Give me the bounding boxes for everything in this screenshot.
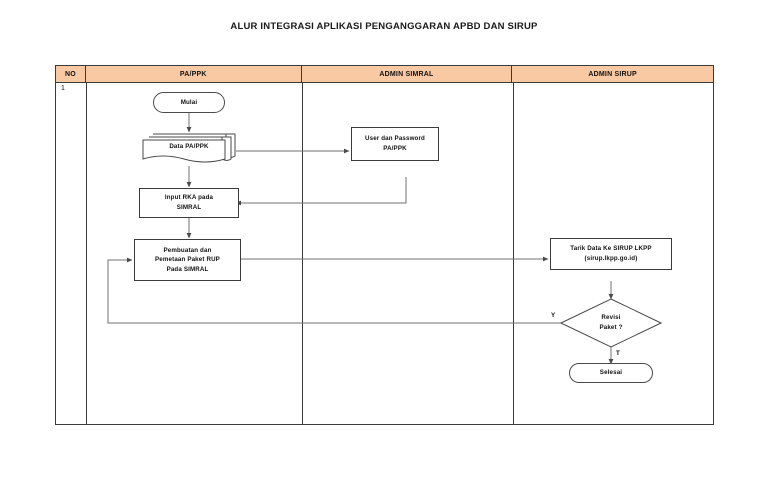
node-pembuatan[interactable]: Pembuatan dan Pemetaan Paket RUP Pada SI… (134, 239, 241, 281)
node-input-rka[interactable]: Input RKA pada SIMRAL (139, 188, 239, 218)
node-mulai[interactable]: Mulai (153, 92, 225, 113)
node-pembuatan-line1: Pembuatan dan (163, 246, 212, 254)
node-mulai-label: Mulai (180, 98, 198, 106)
node-pembuatan-line2: Pemetaan Paket RUP (155, 256, 220, 264)
node-data-pappk-label: Data PA/PPK (169, 143, 209, 151)
row-number-cell: 1 (61, 85, 65, 92)
node-user-password[interactable]: User dan Password PA/PPK (351, 127, 439, 161)
node-revisi-paket-line2: Paket ? (599, 324, 623, 331)
document-stack-icon (142, 133, 236, 163)
node-selesai-label: Selesai (599, 369, 623, 377)
node-user-password-line2: PA/PPK (383, 145, 407, 152)
node-tarik-data[interactable]: Tarik Data Ke SIRUP LKPP (sirup.lkpp.go.… (550, 238, 672, 270)
decision-diamond-icon (560, 298, 662, 348)
column-divider-3 (513, 83, 514, 424)
table-header-row: NO PA/PPK ADMIN SIMRAL ADMIN SIRUP (56, 66, 713, 83)
node-revisi-paket-line1: Revisi (601, 314, 621, 322)
node-selesai[interactable]: Selesai (569, 363, 653, 383)
column-divider-1 (86, 83, 87, 424)
node-tarik-data-line1: Tarik Data Ke SIRUP LKPP (570, 245, 652, 253)
column-divider-2 (302, 83, 303, 424)
node-input-rka-line1: Input RKA pada (164, 194, 214, 202)
node-revisi-paket[interactable]: Revisi Paket ? (560, 298, 662, 348)
column-header-pappk: PA/PPK (85, 66, 302, 83)
page-title: ALUR INTEGRASI APLIKASI PENGANGGARAN APB… (230, 21, 538, 32)
branch-label-no: T (616, 350, 620, 357)
node-pembuatan-line3: Pada SIMRAL (166, 265, 209, 273)
node-data-pappk[interactable]: Data PA/PPK (139, 132, 239, 166)
node-input-rka-line2: SIMRAL (176, 204, 202, 211)
node-user-password-line1: User dan Password (365, 135, 425, 143)
branch-label-yes: Y (551, 312, 556, 319)
column-header-simral: ADMIN SIMRAL (301, 66, 513, 83)
flowchart-table: NO PA/PPK ADMIN SIMRAL ADMIN SIRUP 1 (55, 65, 714, 425)
column-header-sirup: ADMIN SIRUP (512, 66, 713, 83)
column-header-no: NO (56, 66, 86, 83)
node-tarik-data-line2: (sirup.lkpp.go.id) (584, 255, 638, 262)
